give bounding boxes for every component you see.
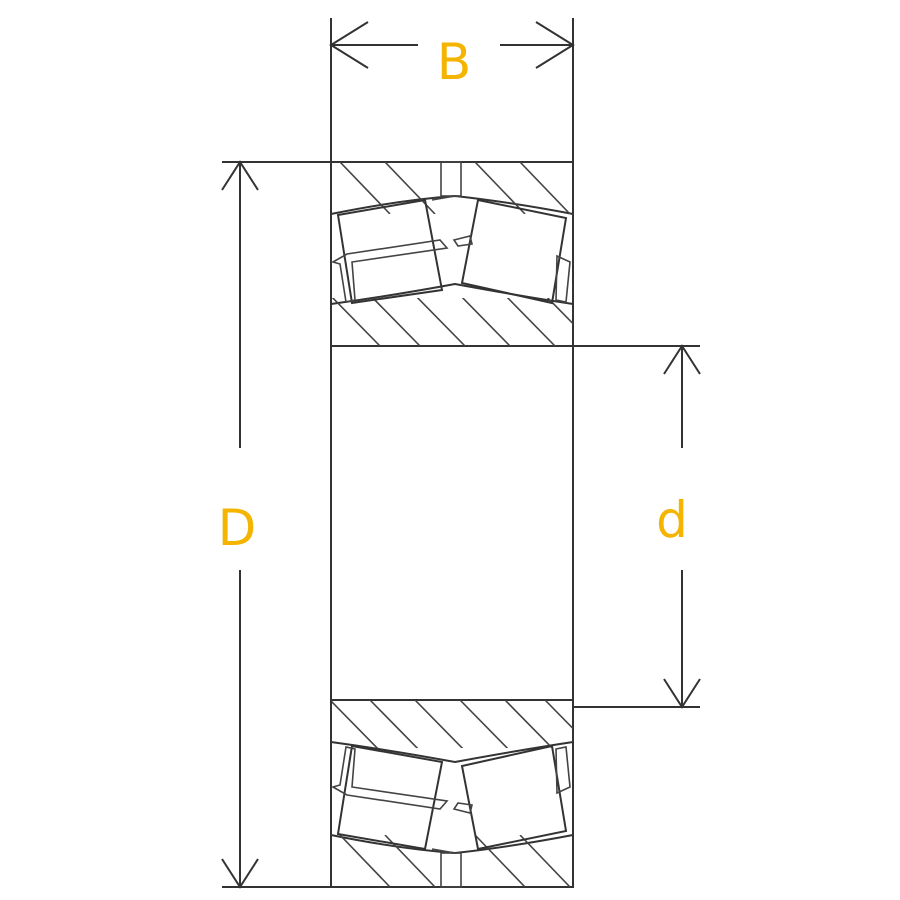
cage-bottom-center	[452, 802, 473, 814]
roller-top-left	[336, 198, 444, 305]
outer-ring-top	[330, 161, 574, 216]
outer-ring-bottom	[330, 833, 574, 888]
label-b: B	[437, 33, 471, 91]
bearing-body	[330, 161, 574, 888]
dimension-d-outer: D	[218, 160, 259, 889]
roller-gap-top	[431, 195, 456, 201]
extension-lines	[222, 18, 700, 888]
cage-top-right	[555, 254, 571, 303]
roller-bottom-left	[336, 744, 444, 851]
top-section	[330, 161, 574, 347]
inner-ring-top	[330, 282, 574, 347]
lube-groove-bottom	[440, 852, 462, 888]
inner-ring-hatch-top	[332, 298, 573, 346]
roller-top-right	[460, 198, 568, 305]
roller-gap-bottom	[431, 848, 456, 854]
roller-bottom-right	[460, 744, 568, 851]
cage-top-center	[452, 235, 473, 247]
inner-ring-bottom	[330, 699, 574, 764]
bottom-section	[330, 699, 574, 888]
inner-ring-hatch-bottom	[332, 700, 573, 748]
label-d-outer: D	[218, 499, 257, 557]
dimension-d-bore: d	[656, 344, 701, 709]
dimension-b: B	[329, 21, 575, 91]
cage-bottom-right	[555, 746, 571, 795]
lube-groove-top	[440, 161, 462, 197]
cage-top-left	[330, 239, 449, 303]
label-d-bore: d	[656, 491, 688, 549]
cage-bottom-left	[330, 746, 449, 810]
